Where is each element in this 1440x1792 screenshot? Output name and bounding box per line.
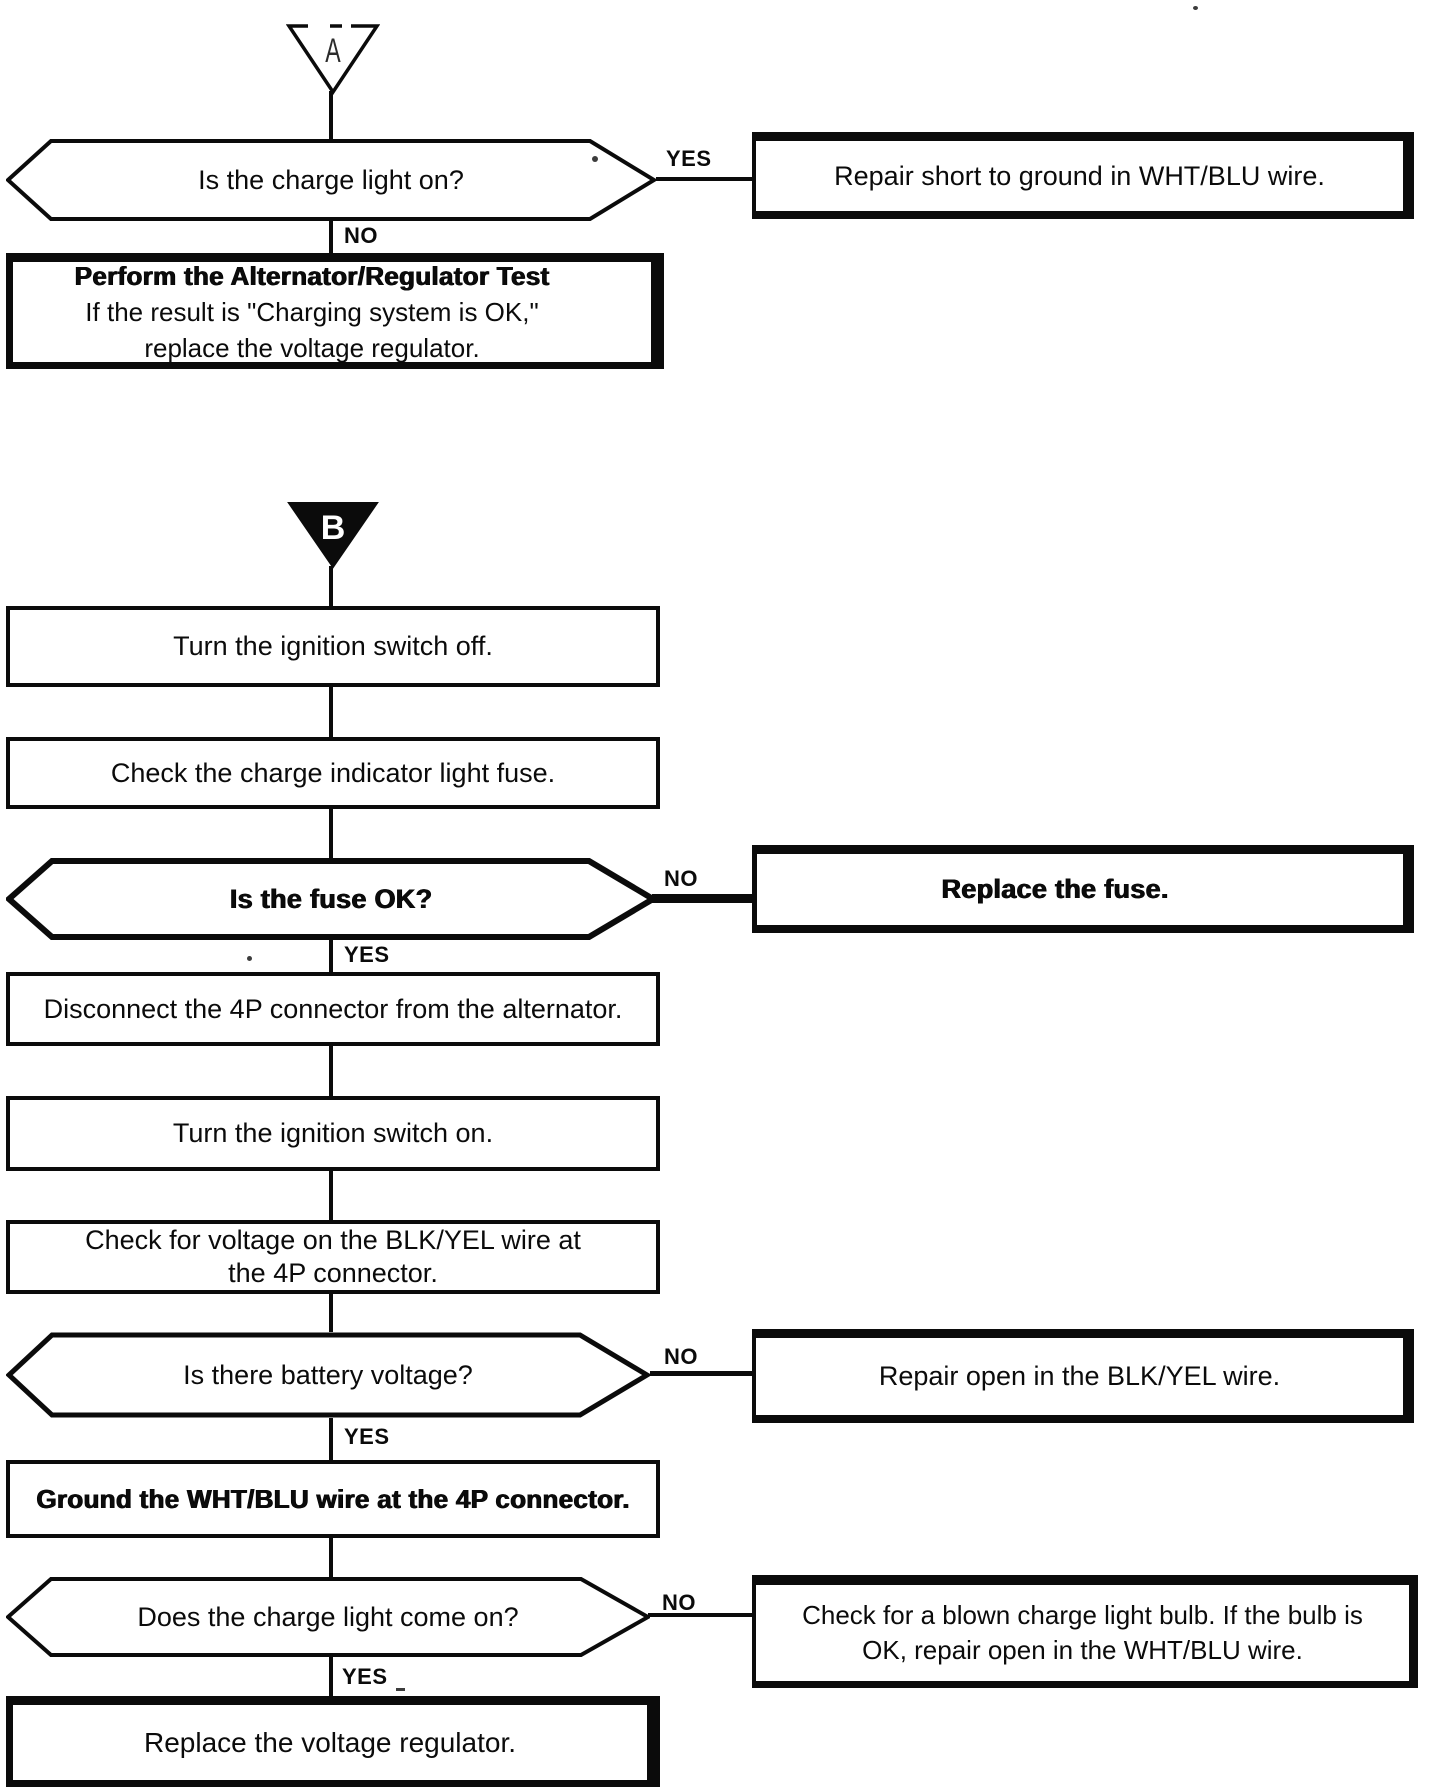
perform-test-line1: Perform the Alternator/Regulator Test <box>74 261 550 291</box>
process-disconnect-4p-text: Disconnect the 4P connector from the alt… <box>43 993 623 1024</box>
scan-speck <box>396 1688 405 1691</box>
decision-battery-voltage: Is there battery voltage? <box>6 1332 650 1418</box>
decision-charge-light-on-text: Is the charge light on? <box>198 164 464 195</box>
action-replace-voltage-regulator: Replace the voltage regulator. <box>6 1696 660 1787</box>
scan-speck <box>592 156 598 162</box>
action-repair-short-wht-blu: Repair short to ground in WHT/BLU wire. <box>752 132 1414 219</box>
yes-label: YES <box>344 1424 390 1449</box>
decision-charge-light-come-on: Does the charge light come on? <box>6 1577 650 1657</box>
process-ground-whtblu-text: Ground the WHT/BLU wire at the 4P connec… <box>36 1483 630 1514</box>
flow-line <box>329 1046 333 1096</box>
process-check-charge-fuse: Check the charge indicator light fuse. <box>6 737 660 809</box>
connector-b-triangle: B <box>286 499 380 571</box>
check-voltage-line1: Check for voltage on the BLK/YEL wire at <box>85 1225 581 1255</box>
check-voltage-line2: the 4P connector. <box>228 1258 438 1288</box>
decision-charge-light-come-on-text: Does the charge light come on? <box>137 1601 519 1632</box>
action-perform-alternator-regulator-test: Perform the Alternator/Regulator Test If… <box>6 253 664 369</box>
process-turn-ignition-off-text: Turn the ignition switch off. <box>173 631 493 661</box>
perform-test-line2: If the result is "Charging system is OK,… <box>85 297 539 327</box>
no-label: NO <box>664 866 698 891</box>
action-repair-short-wht-blu-text: Repair short to ground in WHT/BLU wire. <box>834 160 1325 191</box>
connector-a-triangle: A <box>285 20 381 96</box>
action-replace-voltage-regulator-text: Replace the voltage regulator. <box>143 1727 517 1758</box>
flow-line <box>329 221 333 253</box>
process-check-charge-fuse-text: Check the charge indicator light fuse. <box>110 757 556 788</box>
process-turn-ignition-on: Turn the ignition switch on. <box>6 1096 660 1171</box>
no-label: NO <box>664 1344 698 1369</box>
flow-line <box>329 1171 333 1220</box>
scan-speck <box>1193 6 1198 10</box>
process-turn-ignition-off: Turn the ignition switch off. <box>6 606 660 687</box>
flow-line <box>329 687 333 737</box>
check-bulb-line1: Check for a blown charge light bulb. If … <box>802 1600 1363 1630</box>
flow-line <box>329 809 333 858</box>
flow-line <box>329 1294 333 1332</box>
action-repair-open-blkyel-text: Repair open in the BLK/YEL wire. <box>878 1361 1281 1391</box>
process-turn-ignition-on-text: Turn the ignition switch on. <box>172 1118 494 1148</box>
yes-label: YES <box>344 942 390 967</box>
yes-label: YES <box>342 1664 388 1689</box>
flow-line <box>329 1657 333 1696</box>
flow-line <box>329 1538 333 1577</box>
process-check-voltage-blkyel: Check for voltage on the BLK/YEL wire at… <box>6 1220 660 1294</box>
flow-line <box>329 566 333 606</box>
flow-line <box>650 1371 752 1376</box>
action-replace-fuse: Replace the fuse. <box>752 845 1414 933</box>
flow-line <box>329 1418 333 1460</box>
action-check-bulb: Check for a blown charge light bulb. If … <box>752 1575 1418 1688</box>
check-bulb-line2: OK, repair open in the WHT/BLU wire. <box>862 1635 1303 1665</box>
no-label: NO <box>344 223 378 248</box>
decision-fuse-ok: Is the fuse OK? <box>6 858 656 940</box>
decision-battery-voltage-text: Is there battery voltage? <box>183 1359 473 1390</box>
scan-speck <box>247 956 252 961</box>
action-repair-open-blkyel: Repair open in the BLK/YEL wire. <box>752 1329 1414 1423</box>
process-disconnect-4p: Disconnect the 4P connector from the alt… <box>6 972 660 1046</box>
process-ground-whtblu: Ground the WHT/BLU wire at the 4P connec… <box>6 1460 660 1538</box>
decision-fuse-ok-text: Is the fuse OK? <box>229 883 433 914</box>
yes-label: YES <box>666 146 712 171</box>
flow-line <box>648 1613 752 1617</box>
flow-line <box>656 177 752 181</box>
no-label: NO <box>662 1590 696 1615</box>
flow-line <box>329 91 333 139</box>
connector-a-label: A <box>325 33 341 70</box>
decision-charge-light-on: Is the charge light on? <box>6 139 656 221</box>
flow-line <box>329 940 333 972</box>
action-replace-fuse-text: Replace the fuse. <box>941 874 1169 904</box>
flow-line <box>652 894 754 903</box>
perform-test-line3: replace the voltage regulator. <box>144 333 480 363</box>
connector-b-label: B <box>321 509 346 547</box>
